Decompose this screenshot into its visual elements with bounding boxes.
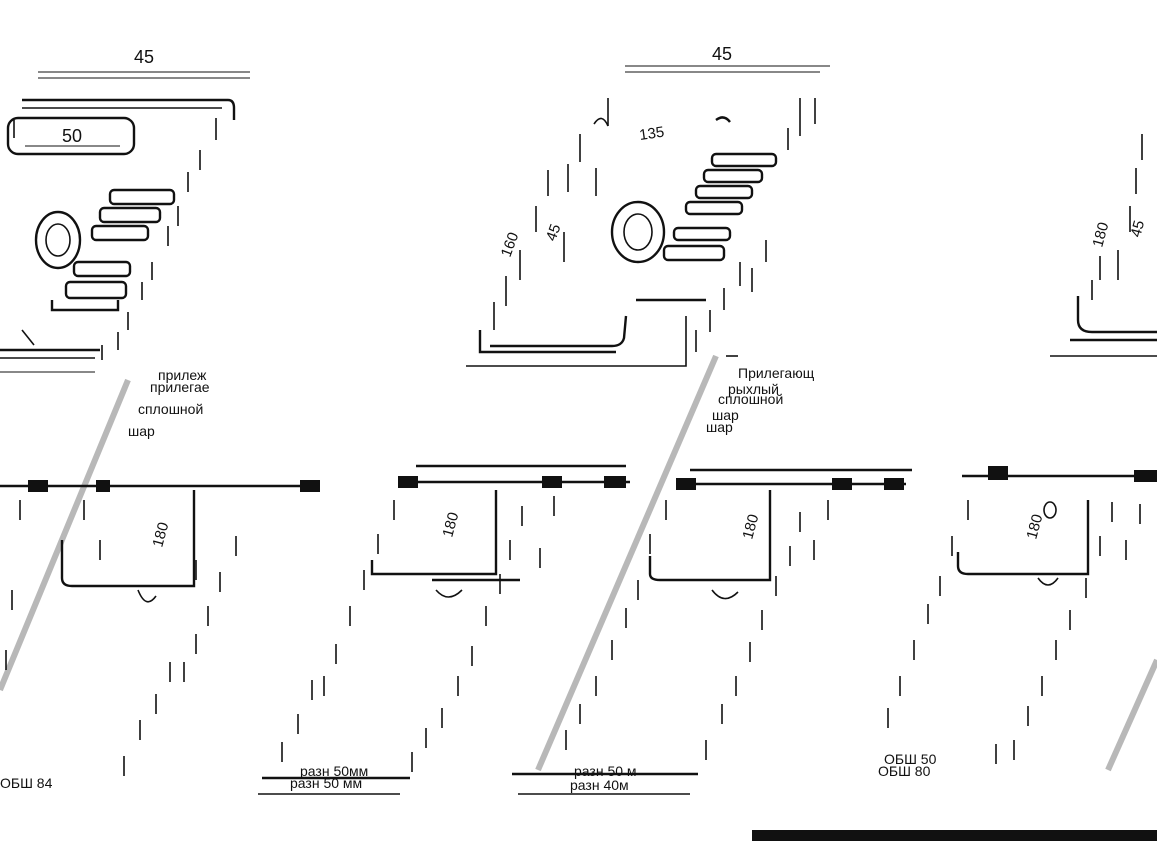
panel4-marker-2 <box>1134 470 1157 482</box>
profile-bar-6 <box>50 300 120 312</box>
panel3-box <box>648 490 772 582</box>
note-left-line-3: сплошной <box>138 401 203 417</box>
arc-top-center <box>715 116 731 123</box>
center-bar-1 <box>710 152 778 168</box>
panel4-arc <box>1037 577 1059 586</box>
profile-step-1 <box>22 98 236 120</box>
dimension-label-center-a: 135 <box>638 124 665 144</box>
right-base-curve <box>1076 296 1157 334</box>
note-center-line-2: рыхлый <box>728 381 779 397</box>
dimension-label-width: 45 <box>134 47 154 67</box>
panel4-caption-b: ОБШ 80 <box>878 763 931 779</box>
arc-left-center <box>593 117 609 127</box>
dimension-label-center-b: 160 <box>498 230 523 259</box>
notes-left: прилеж прилегае сплошной шар <box>128 367 210 439</box>
center-base-frame <box>466 316 687 367</box>
leader-base <box>21 329 35 346</box>
panel1-marker-1 <box>28 480 48 492</box>
dimension-label-center-width: 45 <box>712 44 732 64</box>
note-center-line-1: Прилегающ <box>738 365 815 381</box>
gray-diagonals <box>0 354 1157 772</box>
dimension-label-right-b: 45 <box>1127 219 1148 240</box>
panel1-dim-label: 180 <box>149 520 172 549</box>
profile-bar-2 <box>98 206 162 224</box>
center-bar-3 <box>694 184 754 200</box>
panel1-marker-3 <box>300 480 320 492</box>
panel4-marker-1 <box>988 466 1008 480</box>
hatch-ticks-panel1 <box>5 500 237 776</box>
panel3-dim-label: 180 <box>739 512 762 541</box>
gray-diagonal-1 <box>0 378 131 692</box>
panel2-caption-a: разн 50мм <box>300 763 368 779</box>
panel-bottom-2: 180 разн 50мм разн 50 мм <box>258 464 630 795</box>
panel-bottom-1: 180 ОБШ 84 <box>0 480 320 791</box>
profile-step-2 <box>6 116 136 156</box>
note-left-line-1: прилеж <box>158 367 207 383</box>
dimension-label-center-c: 45 <box>543 222 565 243</box>
dimension-label-right-a: 180 <box>1089 220 1112 249</box>
center-bar-4 <box>684 200 744 216</box>
note-center-line-4: шар <box>712 407 739 423</box>
title-block-strip <box>752 830 1157 841</box>
panel-bottom-4: 180 ОБШ 50 ОБШ 80 <box>878 466 1157 779</box>
panel-bottom-3: 180 разн 50 м разн 40м <box>512 468 912 795</box>
panel1-marker-2 <box>96 480 110 492</box>
panel2-dim-label: 180 <box>439 510 462 539</box>
panel1-box <box>60 490 196 588</box>
panel4-ring <box>1043 501 1057 519</box>
panel4-box <box>956 500 1090 576</box>
dimension-label-inner: 50 <box>62 126 82 146</box>
panel2-arc <box>435 589 463 598</box>
profile-bar-1 <box>108 188 176 206</box>
panel3-marker-1 <box>676 478 696 490</box>
center-bar-2 <box>702 168 764 184</box>
center-base-curve <box>490 315 628 348</box>
note-left-line-4: шар <box>128 423 155 439</box>
figure-top-left: 45 50 <box>0 47 250 373</box>
panel1-caption: ОБШ 84 <box>0 775 53 791</box>
hatch-ticks-top-right <box>1091 134 1143 300</box>
notes-center: Прилегающ рыхлый сплошной шар шар <box>706 355 815 435</box>
figure-top-right: 180 45 <box>1050 134 1157 357</box>
note-center-line-3: сплошной <box>718 391 783 407</box>
center-anchor-inner <box>623 213 653 251</box>
profile-bar-4 <box>72 260 132 278</box>
hatch-ticks-panel4 <box>887 500 1141 764</box>
panel2-marker-3 <box>604 476 626 488</box>
panel2-marker-1 <box>398 476 418 488</box>
panel4-caption-a: ОБШ 50 <box>884 751 937 767</box>
gray-diagonal-2 <box>535 354 719 772</box>
center-base-outer <box>478 330 616 354</box>
hatch-ticks-panel2 <box>281 496 555 772</box>
note-left-line-2: прилегае <box>150 379 210 395</box>
profile-bar-3 <box>90 224 150 242</box>
panel3-marker-3 <box>884 478 904 490</box>
note-center-line-5: шар <box>706 419 733 435</box>
panel4-dim-label: 180 <box>1023 512 1046 541</box>
center-anchor-outer <box>610 200 666 264</box>
panel1-arc <box>137 589 157 603</box>
anchor-hole-outer <box>34 210 82 270</box>
panel2-marker-2 <box>542 476 562 488</box>
gray-diagonal-3 <box>1105 658 1157 772</box>
anchor-hole-inner <box>45 223 71 257</box>
center-bar-5 <box>672 226 732 242</box>
profile-bar-5 <box>64 280 128 300</box>
hatch-ticks-top-center <box>493 98 816 352</box>
hatch-ticks-top-left <box>13 118 217 360</box>
panel2-box <box>370 490 498 576</box>
figure-top-center: 45 135 160 45 <box>466 44 830 367</box>
hatch-ticks-panel3 <box>565 500 829 760</box>
center-bar-6 <box>662 244 726 262</box>
panel3-arc <box>711 589 739 600</box>
panel3-caption-b: разн 40м <box>570 777 629 793</box>
panel3-marker-2 <box>832 478 852 490</box>
